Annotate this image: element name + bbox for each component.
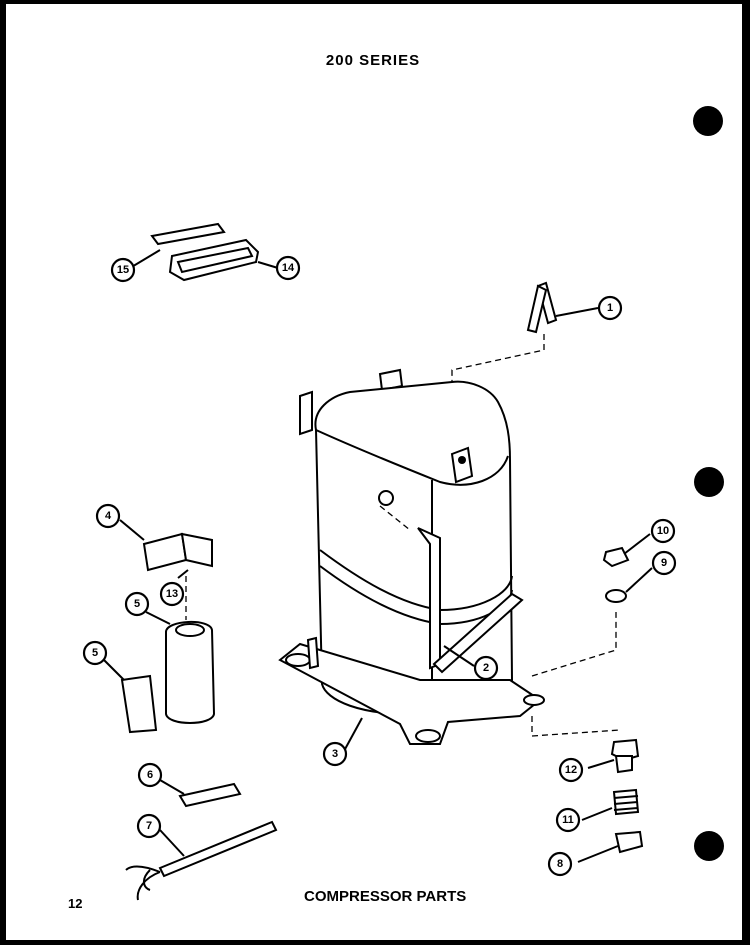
svg-text:13: 13 [166, 588, 178, 600]
callout-1: 1 [597, 295, 623, 321]
callout-3: 3 [322, 741, 348, 767]
compressor-body [278, 368, 621, 763]
callout-13: 13 [159, 581, 185, 607]
binder-hole [693, 106, 723, 136]
svg-text:6: 6 [147, 769, 153, 781]
svg-text:2: 2 [483, 662, 489, 674]
grommet-part-15-14 [129, 222, 279, 282]
page-number: 12 [68, 896, 83, 911]
callout-7: 7 [136, 813, 162, 839]
svg-text:15: 15 [117, 264, 129, 276]
svg-text:4: 4 [105, 510, 112, 522]
mounting-hardware [577, 533, 653, 863]
callout-14: 14 [275, 255, 301, 281]
callout-6: 6 [137, 762, 163, 788]
svg-text:9: 9 [661, 557, 667, 569]
svg-text:10: 10 [657, 525, 669, 537]
callout-12: 12 [558, 757, 584, 783]
svg-text:8: 8 [557, 858, 563, 870]
tube-part-1 [451, 281, 599, 390]
page-title: 200 SERIES [325, 52, 421, 69]
callout-5b: 5 [82, 640, 108, 666]
callout-10: 11 [555, 807, 581, 833]
callout-2: 2 [473, 655, 499, 681]
callout-11: 10 [650, 518, 676, 544]
callout-4: 4 [95, 503, 121, 529]
callout-5a: 5 [124, 591, 150, 617]
svg-text:1: 1 [607, 302, 613, 314]
svg-text:12: 12 [565, 764, 577, 776]
svg-text:5: 5 [92, 647, 98, 659]
diagram-caption: COMPRESSOR PARTS [304, 888, 467, 905]
svg-text:14: 14 [282, 262, 295, 274]
electrical-components [103, 519, 278, 901]
svg-text:11: 11 [562, 814, 574, 826]
binder-hole [694, 467, 724, 497]
svg-text:5: 5 [134, 598, 140, 610]
callout-15: 15 [110, 257, 136, 283]
svg-text:3: 3 [332, 748, 338, 760]
callout-8: 8 [547, 851, 573, 877]
callout-9: 9 [651, 550, 677, 576]
binder-hole [694, 831, 724, 861]
svg-text:7: 7 [146, 820, 152, 832]
